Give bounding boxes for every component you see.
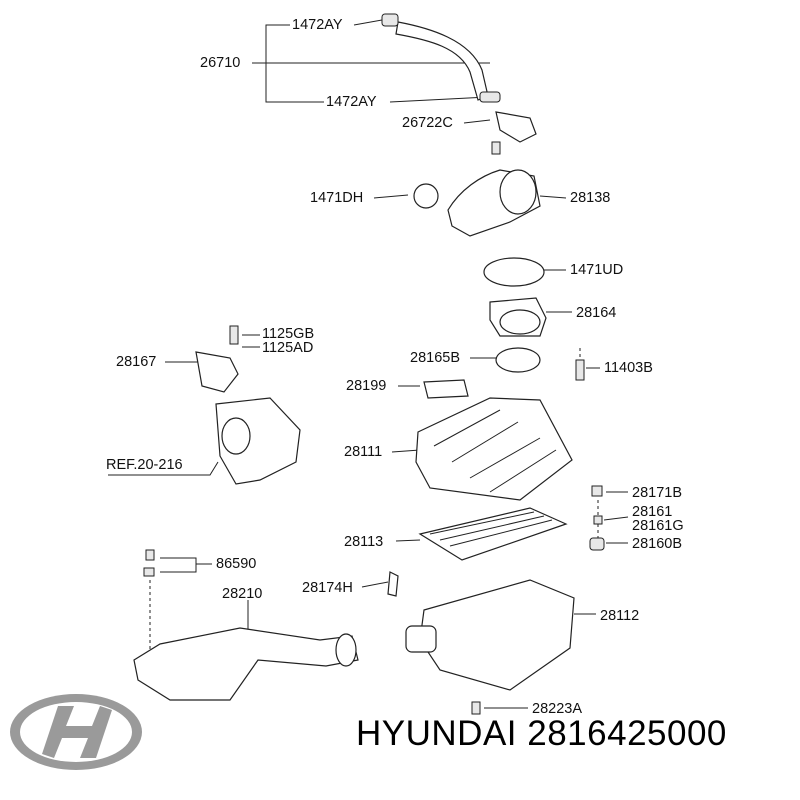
label-ref-20-216: REF.20-216 (106, 457, 183, 473)
label-1472ay-top: 1472AY (292, 17, 343, 33)
label-28223a: 28223A (532, 701, 582, 717)
label-86590: 86590 (216, 556, 257, 572)
label-26722c: 26722C (402, 115, 453, 131)
label-28199: 28199 (346, 378, 387, 394)
label-1125gb: 1125GB (262, 326, 315, 342)
air-cleaner-cover-part (415, 397, 573, 501)
filter-element-part (418, 507, 568, 561)
label-28174h: 28174H (302, 580, 353, 596)
hyundai-logo-icon (10, 694, 142, 770)
bracket-part (195, 351, 239, 393)
label-28161: 28161 (632, 504, 673, 520)
label-28164: 28164 (576, 305, 617, 321)
label-28161g: 28161G (632, 518, 684, 534)
label-28165b: 28165B (410, 350, 460, 366)
label-26710: 26710 (200, 55, 241, 71)
label-28113: 28113 (344, 534, 384, 550)
leader-lines (108, 19, 629, 709)
label-28112: 28112 (600, 608, 640, 624)
intake-duct-28210-part (133, 627, 359, 701)
brand-part-number: HYUNDAI 2816425000 (356, 714, 727, 753)
label-1472ay-bottom: 1472AY (326, 94, 377, 110)
label-28210: 28210 (222, 586, 263, 602)
clamp-1471ud (483, 257, 545, 287)
label-1125ad: 1125AD (262, 340, 314, 356)
label-1471dh: 1471DH (310, 190, 364, 206)
label-28160b: 28160B (632, 536, 682, 552)
hose-part (395, 21, 489, 101)
label-28138: 28138 (570, 190, 611, 206)
label-1471ud: 1471UD (570, 262, 624, 278)
label-28171b: 28171B (632, 485, 682, 501)
label-28111: 28111 (344, 444, 383, 460)
air-cleaner-body-part (419, 579, 575, 691)
label-11403b: 11403B (604, 360, 653, 376)
label-28167: 28167 (116, 354, 157, 370)
